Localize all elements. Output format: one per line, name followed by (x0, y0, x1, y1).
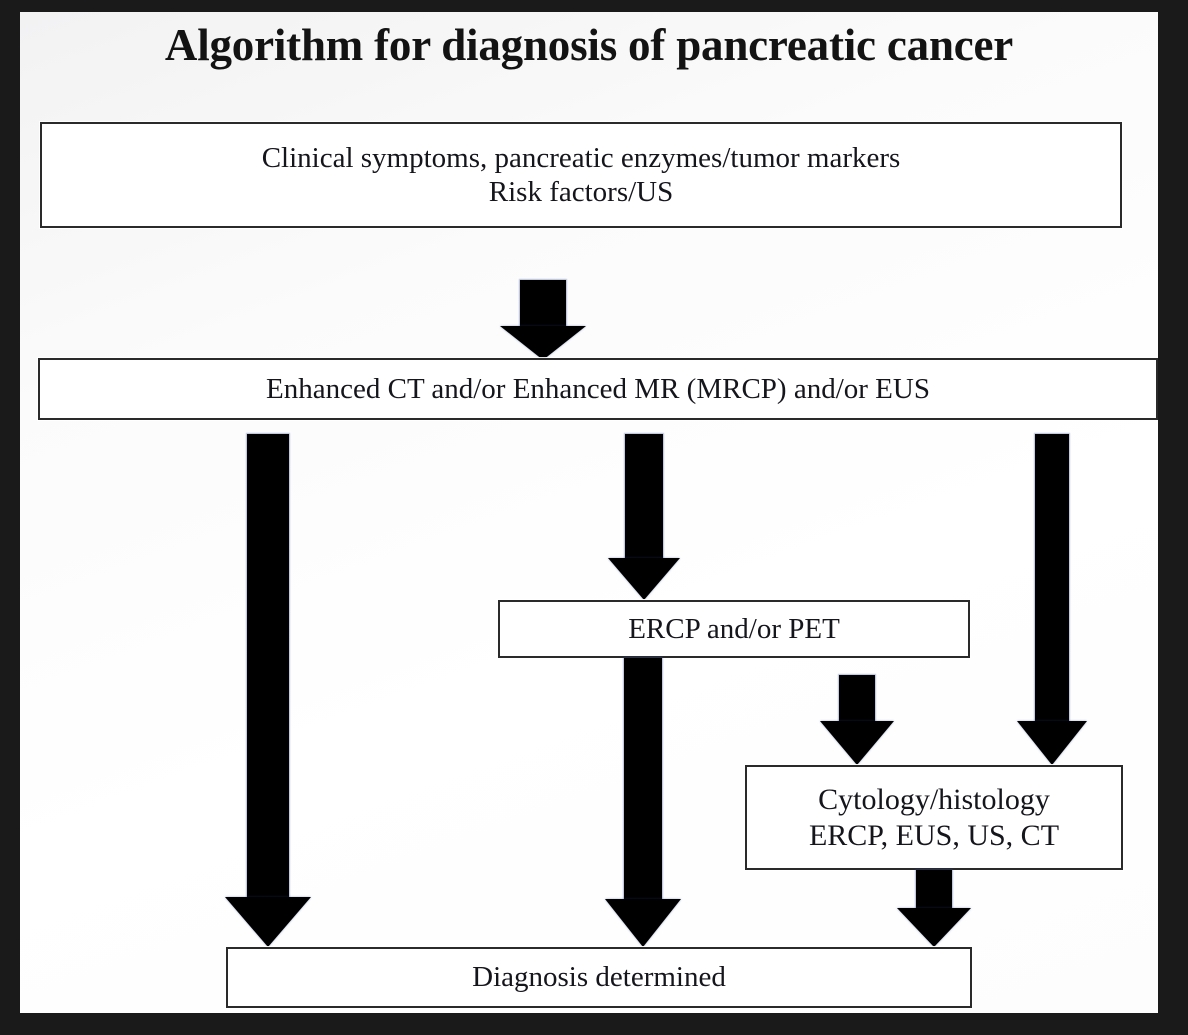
node-ercp-pet-line1: ERCP and/or PET (628, 612, 840, 645)
node-clinical-symptoms-line1: Clinical symptoms, pancreatic enzymes/tu… (261, 141, 901, 174)
node-ercp-pet: ERCP and/or PET (498, 600, 970, 658)
arrow-shaft (624, 658, 662, 901)
node-diagnosis-determined: Diagnosis determined (226, 947, 972, 1008)
arrow-shaft (839, 675, 875, 723)
arrow-shaft (520, 280, 566, 328)
node-cytology-histology: Cytology/histology ERCP, EUS, US, CT (745, 765, 1123, 870)
down-arrow-icon-ercp-to-cytology (820, 675, 894, 765)
node-cytology-histology-line2: ERCP, EUS, US, CT (808, 818, 1060, 852)
arrow-shaft (247, 434, 289, 899)
arrow-head (225, 897, 311, 947)
node-enhanced-imaging-line1: Enhanced CT and/or Enhanced MR (MRCP) an… (266, 372, 930, 405)
arrow-shaft (916, 870, 952, 910)
down-arrow-icon-cytology-to-diagnosis (897, 870, 971, 947)
page-title: Algorithm for diagnosis of pancreatic ca… (164, 20, 1014, 70)
arrow-head (820, 721, 894, 765)
down-arrow-icon-ercp-to-diagnosis (605, 658, 681, 947)
arrow-head (605, 899, 681, 947)
arrow-head (897, 908, 971, 947)
arrow-head (1017, 721, 1087, 765)
node-cytology-histology-line1: Cytology/histology (818, 783, 1050, 817)
down-arrow-icon-imaging-to-diagnosis (225, 434, 311, 947)
down-arrow-icon-symptoms-to-imaging (500, 280, 586, 360)
arrow-head (608, 558, 680, 600)
down-arrow-icon-imaging-to-cytology (1017, 434, 1087, 765)
down-arrow-icon-imaging-to-ercp (608, 434, 680, 600)
node-clinical-symptoms-line2: Risk factors/US (488, 176, 674, 208)
arrow-shaft (1035, 434, 1069, 723)
node-diagnosis-determined-line1: Diagnosis determined (472, 961, 726, 994)
diagram-canvas: Algorithm for diagnosis of pancreatic ca… (20, 12, 1158, 1013)
node-clinical-symptoms: Clinical symptoms, pancreatic enzymes/tu… (40, 122, 1122, 228)
node-enhanced-imaging: Enhanced CT and/or Enhanced MR (MRCP) an… (38, 358, 1158, 420)
arrow-head (500, 326, 586, 360)
arrow-shaft (625, 434, 663, 560)
